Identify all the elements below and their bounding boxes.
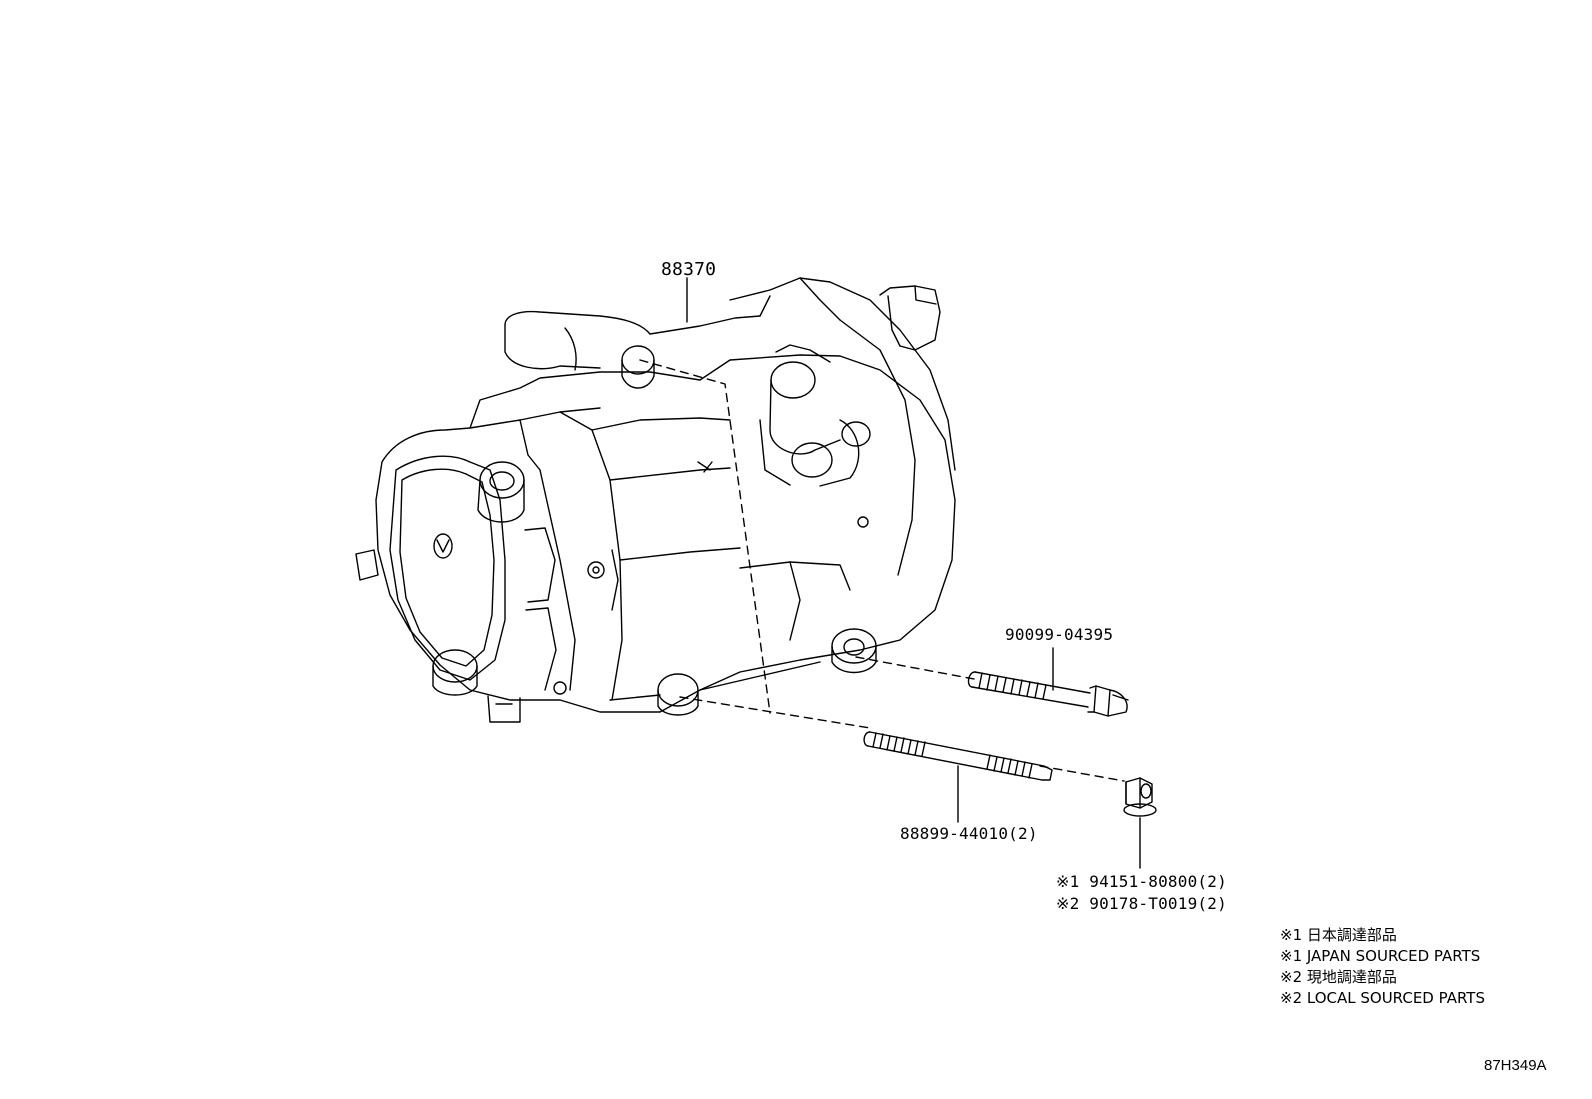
note-local-sourced-en: ※2 LOCAL SOURCED PARTS <box>1280 989 1485 1007</box>
figure-reference: 87H349A <box>1484 1057 1547 1074</box>
note-japan-sourced-en: ※1 JAPAN SOURCED PARTS <box>1280 947 1481 965</box>
callout-nut-japan: ※1 94151-80800(2) <box>1056 872 1227 891</box>
callout-nut-local: ※2 90178-T0019(2) <box>1056 894 1227 913</box>
electric-compressor-88370 <box>355 277 956 723</box>
callout-88899-44010: 88899-44010(2) <box>900 824 1038 843</box>
stud-bolt-88899-44010 <box>863 731 1053 781</box>
flange-nut-94151-80800 <box>1123 777 1157 817</box>
note-japan-sourced-jp: ※1 日本調達部品 <box>1280 926 1397 944</box>
bolt-90099-04395 <box>967 671 1129 717</box>
note-local-sourced-jp: ※2 現地調達部品 <box>1280 968 1397 986</box>
mounting-axis-lines <box>639 359 1125 782</box>
callout-90099-04395: 90099-04395 <box>1005 625 1114 644</box>
callout-88370: 88370 <box>661 259 717 280</box>
